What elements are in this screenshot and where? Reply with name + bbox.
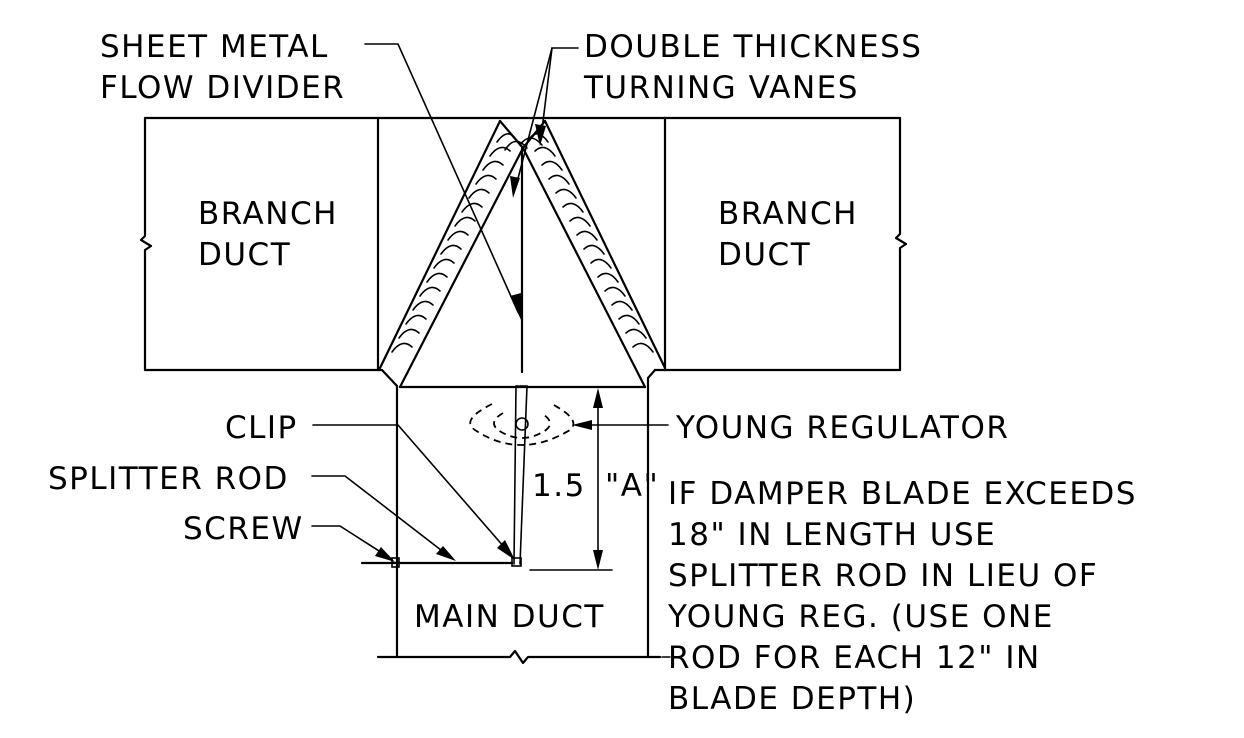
note-line-4: YOUNG REG. (USE ONE bbox=[667, 599, 1054, 635]
damper-blade bbox=[511, 385, 528, 567]
label-double-thickness: DOUBLE THICKNESS bbox=[584, 29, 922, 65]
note-line-6: BLADE DEPTH) bbox=[668, 681, 916, 717]
label-flow-divider: FLOW DIVIDER bbox=[100, 70, 345, 106]
label-main-duct: MAIN DUCT bbox=[414, 599, 605, 635]
note-line-1: IF DAMPER BLADE EXCEEDS bbox=[668, 476, 1137, 512]
label-branch-right-2: DUCT bbox=[718, 237, 811, 273]
label-branch-left-2: DUCT bbox=[198, 237, 291, 273]
leader-lines bbox=[311, 43, 671, 658]
label-clip: CLIP bbox=[225, 410, 298, 446]
label-young-regulator: YOUNG REGULATOR bbox=[675, 410, 1009, 446]
turning-vanes bbox=[378, 119, 667, 389]
note-line-2: 18" IN LENGTH USE bbox=[668, 517, 996, 553]
note-line-3: SPLITTER ROD IN LIEU OF bbox=[668, 558, 1098, 594]
dimension-a bbox=[529, 388, 613, 571]
label-splitter-rod: SPLITTER ROD bbox=[48, 461, 289, 497]
label-turning-vanes: TURNING VANES bbox=[583, 70, 859, 106]
young-regulator-symbol bbox=[469, 403, 575, 446]
label-dimension-a: "A" bbox=[605, 468, 659, 504]
note-line-5: ROD FOR EACH 12" IN bbox=[668, 640, 1041, 676]
label-screw: SCREW bbox=[183, 511, 304, 547]
branch-duct-outline bbox=[139, 116, 908, 372]
label-branch-right-1: BRANCH bbox=[718, 196, 858, 232]
label-sheet-metal: SHEET METAL bbox=[100, 29, 329, 65]
splitter-rod bbox=[360, 557, 514, 568]
label-branch-left-1: BRANCH bbox=[198, 196, 338, 232]
label-dimension-value: 1.5 bbox=[532, 468, 586, 504]
